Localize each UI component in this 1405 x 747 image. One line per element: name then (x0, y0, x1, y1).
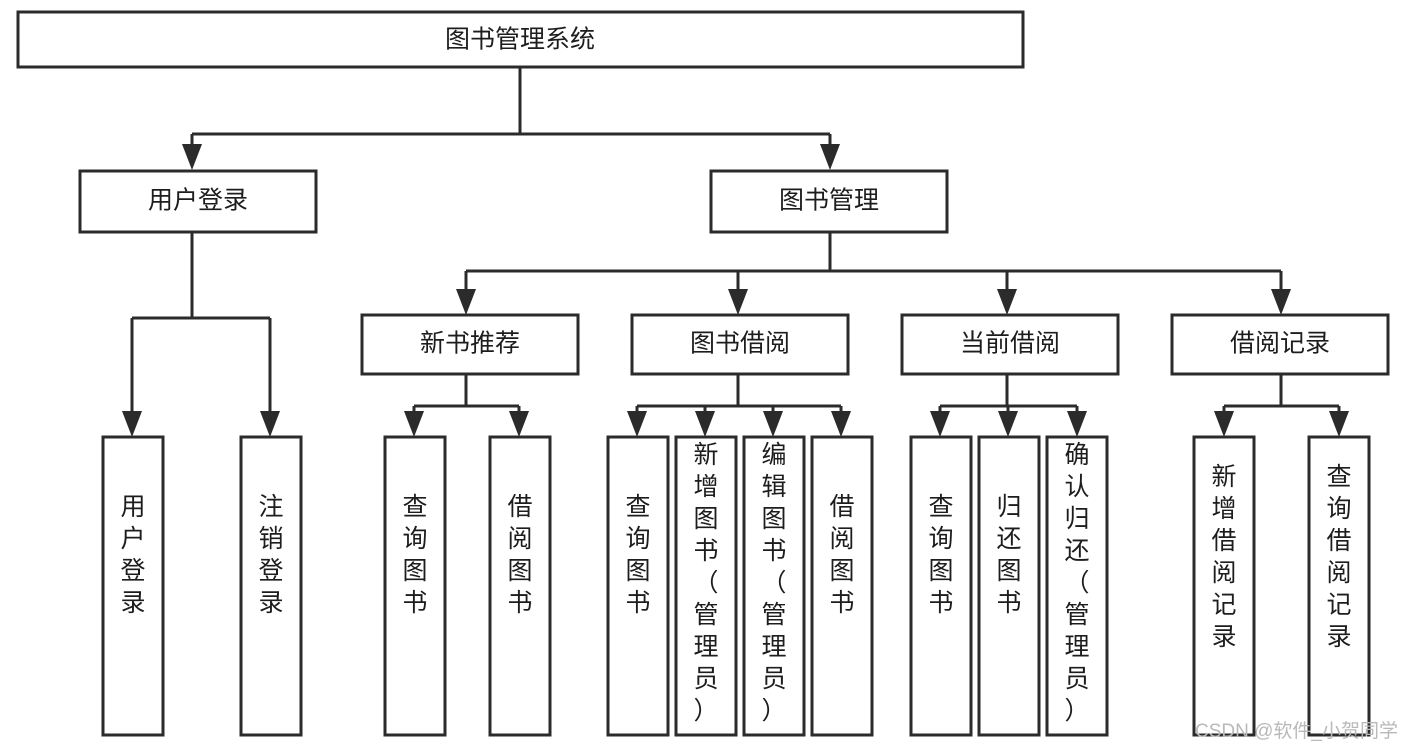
arrowhead-leaf-nbr-2 (509, 411, 529, 437)
leaf-box[interactable] (1192, 435, 1256, 737)
leaf-label-bb-edit-book: 编辑图书（管理员） (761, 441, 786, 725)
node-user-login[interactable]: 用户登录 (78, 169, 318, 234)
node-root-system[interactable]: 图书管理系统 (16, 10, 1025, 69)
arrowhead-book-borrow (728, 289, 748, 315)
arrowhead-leaf-br-2 (1329, 411, 1349, 437)
node-borrow-record-label: 借阅记录 (1230, 330, 1330, 358)
leaf-box[interactable] (810, 435, 874, 737)
connector-group-borrow-record (1214, 374, 1349, 437)
leaf-label-cb-confirm-return: 确认归还（管理员） (1064, 441, 1089, 725)
node-new-book-recommend-label: 新书推荐 (420, 330, 520, 358)
leaf-node-cb-return-book[interactable]: 归还图书 (977, 435, 1041, 737)
arrowhead-borrow-record (1271, 289, 1291, 315)
leaf-box[interactable] (674, 435, 738, 737)
watermark-label: CSDN @软件_小贺同学 (1195, 720, 1398, 742)
leaf-box[interactable] (606, 435, 670, 737)
connector-group-new-book-recommend (404, 374, 529, 437)
arrowhead-new-book-recommend (456, 289, 476, 315)
leaf-node-user-login-login[interactable]: 用户登录 (101, 435, 165, 737)
node-borrow-record[interactable]: 借阅记录 (1170, 313, 1390, 376)
leaf-label-br-add-record: 新增借阅记录 (1211, 463, 1236, 651)
arrowhead-leaf-bb-4 (831, 411, 851, 437)
leaf-node-nbr-query-book[interactable]: 查询图书 (383, 435, 447, 737)
leaf-node-cb-confirm-return[interactable]: 确认归还（管理员） (1045, 435, 1109, 737)
arrowhead-current-borrow (997, 289, 1017, 315)
arrowhead-leaf-bb-2 (695, 411, 715, 437)
arrowhead-leaf-user-login-1 (122, 411, 142, 437)
node-new-book-recommend-box[interactable] (360, 313, 580, 376)
leaf-node-bb-add-book[interactable]: 新增图书（管理员） (674, 435, 738, 737)
node-book-borrow[interactable]: 图书借阅 (630, 313, 850, 376)
leaf-node-bb-borrow-book[interactable]: 借阅图书 (810, 435, 874, 737)
leaf-node-br-add-record[interactable]: 新增借阅记录 (1192, 435, 1256, 737)
leaf-node-user-login-logout[interactable]: 注销登录 (239, 435, 303, 737)
arrowhead-book-mgmt (820, 144, 840, 170)
leaf-label-user-login-login: 用户登录 (120, 493, 145, 617)
node-current-borrow-box[interactable] (900, 313, 1120, 376)
leaf-box[interactable] (101, 435, 165, 737)
node-book-management-label: 图书管理 (779, 187, 879, 215)
node-user-login-box[interactable] (78, 169, 318, 234)
leaf-label-user-login-logout: 注销登录 (258, 493, 283, 617)
arrowhead-leaf-cb-2 (998, 411, 1018, 437)
leaf-box[interactable] (1307, 435, 1371, 737)
connector-group-book-mgmt (456, 232, 1291, 315)
arrowhead-leaf-cb-3 (1067, 411, 1087, 437)
leaf-box[interactable] (383, 435, 447, 737)
node-root-label: 图书管理系统 (445, 26, 595, 54)
leaf-label-cb-return-book: 归还图书 (996, 493, 1021, 617)
leaf-box[interactable] (1045, 435, 1109, 737)
leaf-box[interactable] (977, 435, 1041, 737)
leaf-node-br-query-record[interactable]: 查询借阅记录 (1307, 435, 1371, 737)
node-new-book-recommend[interactable]: 新书推荐 (360, 313, 580, 376)
node-book-management[interactable]: 图书管理 (709, 169, 949, 234)
connector-group-book-borrow (627, 374, 851, 437)
connector-group-current-borrow (930, 374, 1087, 437)
leaf-label-bb-add-book: 新增图书（管理员） (693, 441, 718, 725)
leaf-label-bb-borrow-book: 借阅图书 (829, 493, 854, 617)
arrowhead-leaf-bb-1 (627, 411, 647, 437)
leaf-label-cb-query-book: 查询图书 (928, 493, 953, 617)
leaf-node-bb-query-book[interactable]: 查询图书 (606, 435, 670, 737)
node-book-borrow-box[interactable] (630, 313, 850, 376)
leaf-box[interactable] (909, 435, 973, 737)
arrowhead-leaf-br-1 (1214, 411, 1234, 437)
node-book-borrow-label: 图书借阅 (690, 330, 790, 358)
leaf-label-nbr-borrow-book: 借阅图书 (507, 493, 532, 617)
arrowhead-leaf-cb-1 (930, 411, 950, 437)
leaf-label-bb-query-book: 查询图书 (625, 493, 650, 617)
node-current-borrow-label: 当前借阅 (960, 330, 1060, 358)
arrowhead-leaf-user-login-2 (260, 411, 280, 437)
leaf-box[interactable] (239, 435, 303, 737)
leaf-label-br-query-record: 查询借阅记录 (1326, 463, 1351, 651)
leaf-node-nbr-borrow-book[interactable]: 借阅图书 (488, 435, 552, 737)
leaf-node-cb-query-book[interactable]: 查询图书 (909, 435, 973, 737)
node-borrow-record-box[interactable] (1170, 313, 1390, 376)
connector-group-root (182, 67, 840, 170)
node-user-login-label: 用户登录 (148, 187, 248, 215)
leaf-box[interactable] (488, 435, 552, 737)
leaf-node-bb-edit-book[interactable]: 编辑图书（管理员） (742, 435, 806, 737)
leaf-box[interactable] (742, 435, 806, 737)
node-current-borrow[interactable]: 当前借阅 (900, 313, 1120, 376)
node-root-box[interactable] (16, 10, 1025, 69)
arrowhead-leaf-nbr-1 (404, 411, 424, 437)
node-book-management-box[interactable] (709, 169, 949, 234)
connector-group-user-login (122, 232, 280, 437)
arrowhead-user-login (182, 144, 202, 170)
leaf-label-nbr-query-book: 查询图书 (402, 493, 427, 617)
arrowhead-leaf-bb-3 (763, 411, 783, 437)
